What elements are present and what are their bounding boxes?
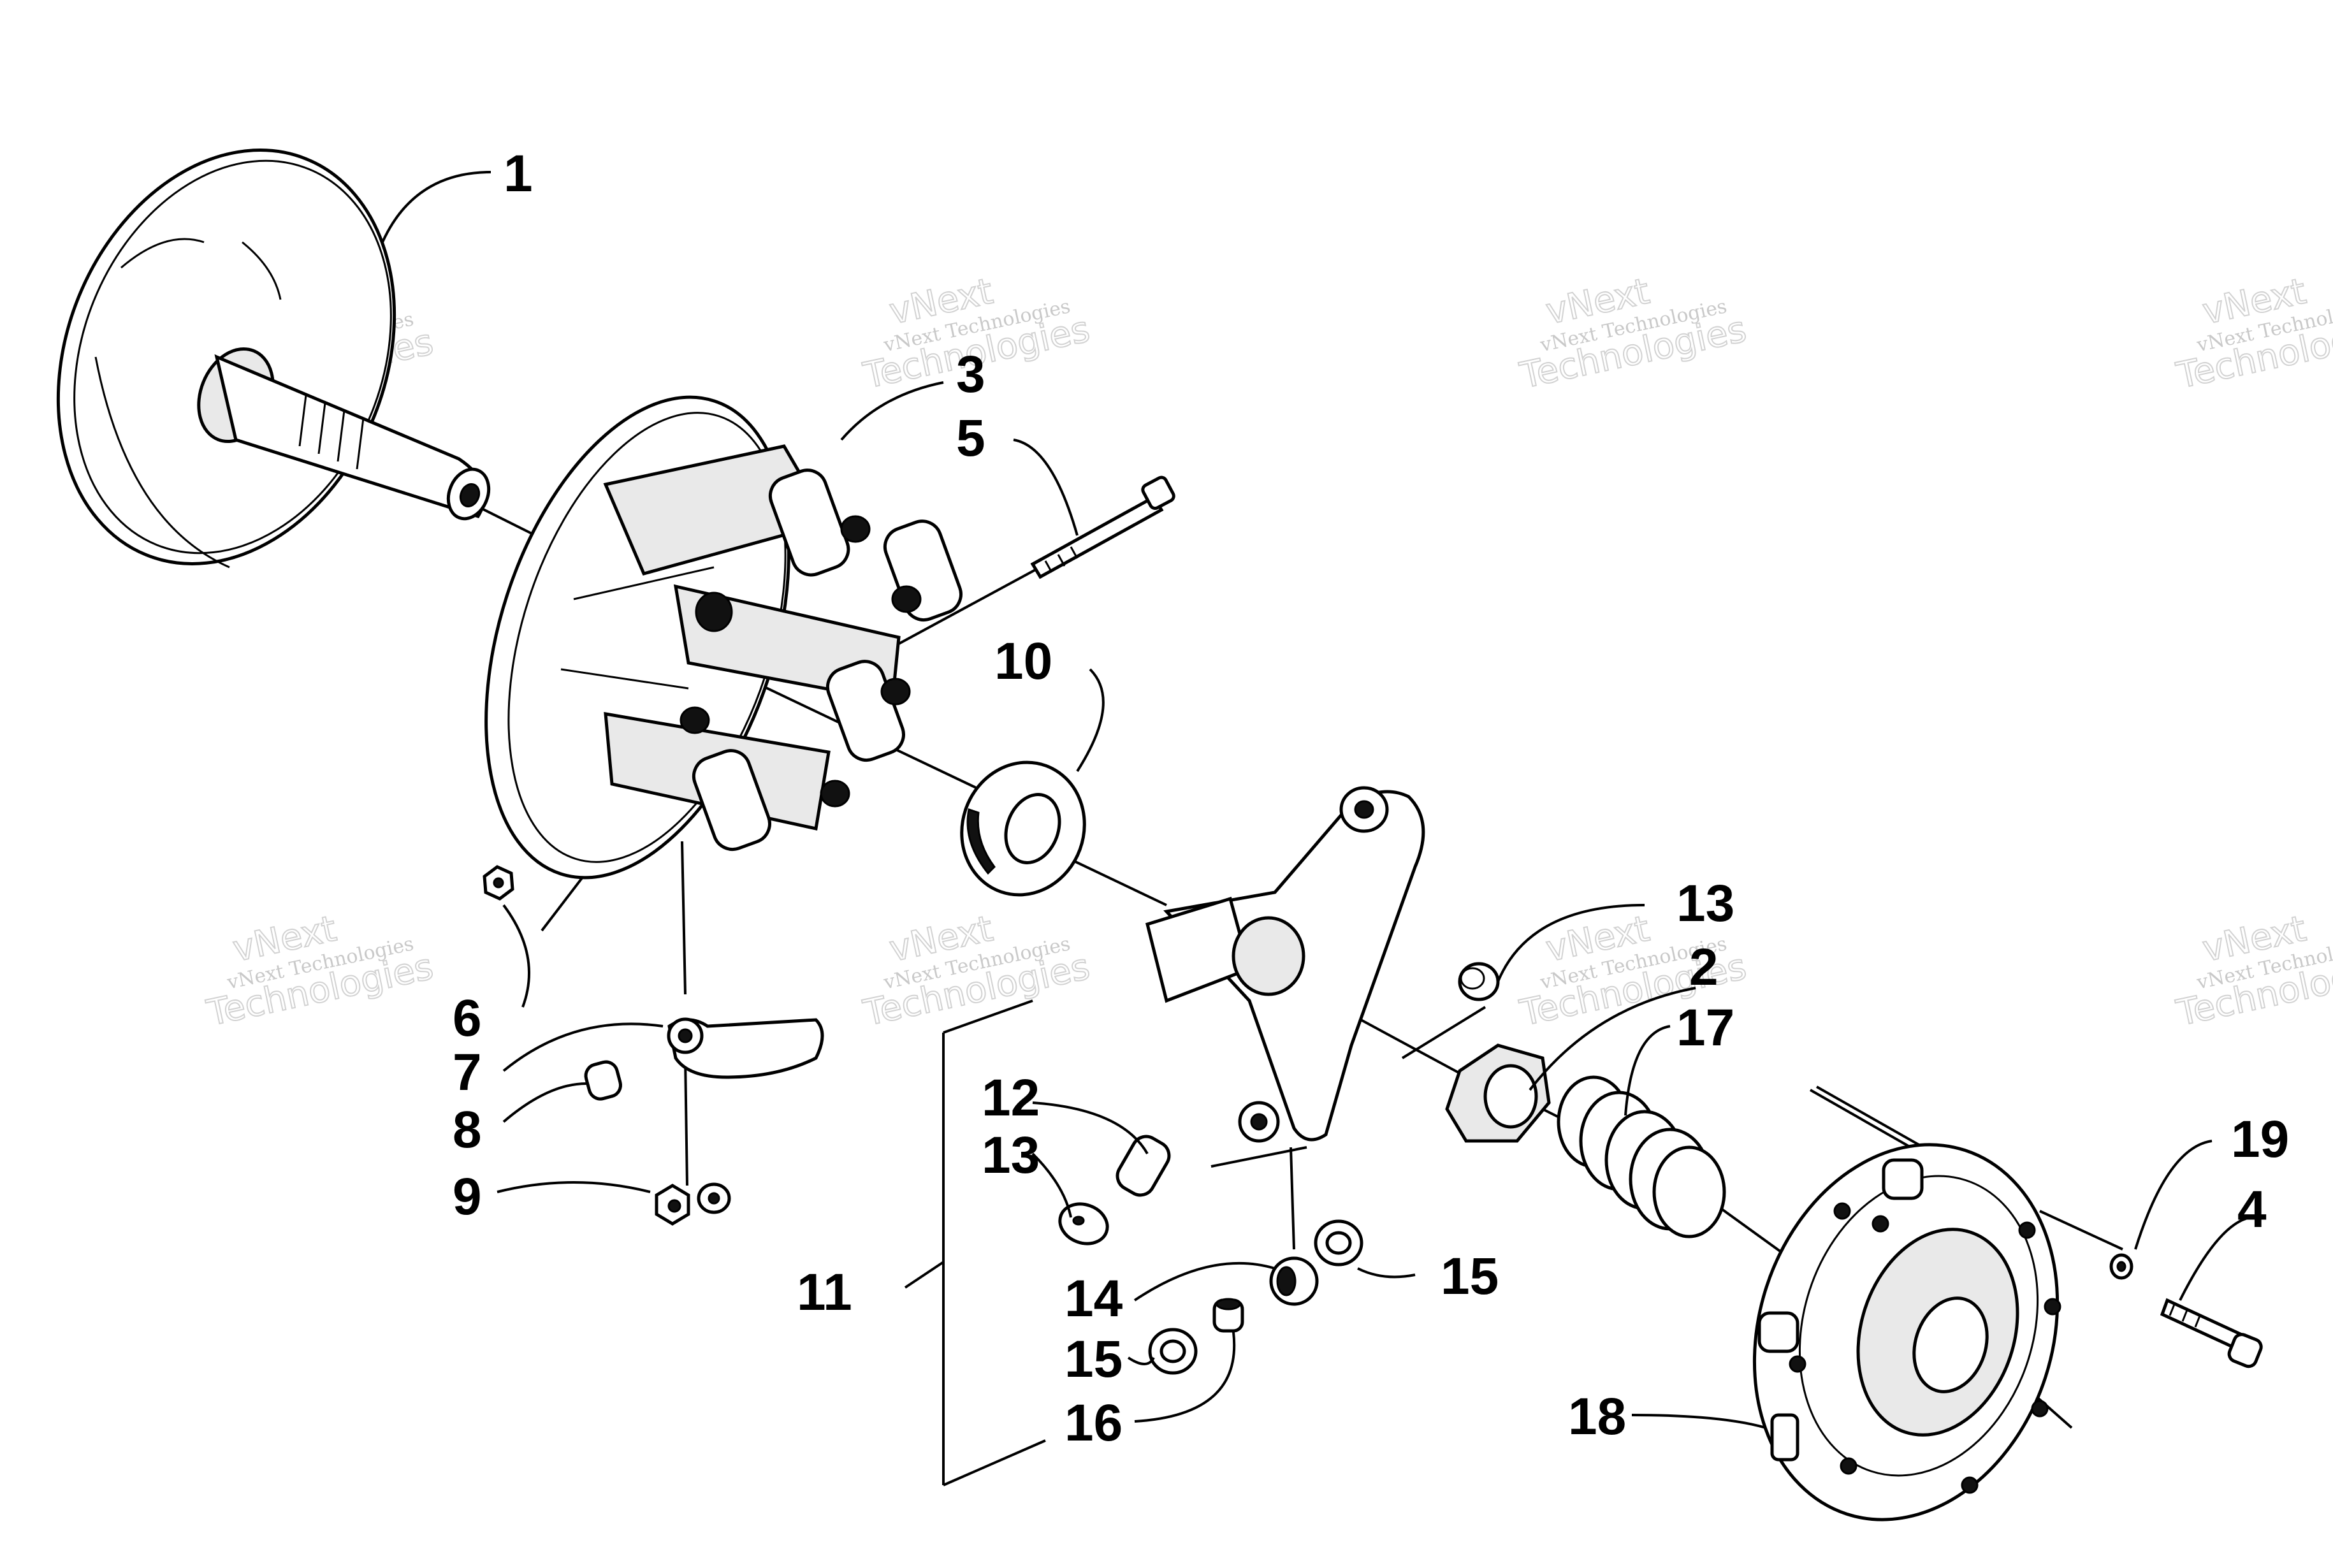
watermark-5: vNext vNext Technologies Technologies (203, 907, 437, 1034)
part-13-bushing-lower (1058, 1202, 1109, 1245)
callout-13-upper: 13 (1676, 875, 1734, 933)
callout-10: 10 (994, 632, 1052, 690)
part-1-moveable-sheave (56, 149, 491, 569)
callout-13-lower: 13 (982, 1126, 1040, 1184)
callout-14: 14 (1065, 1270, 1123, 1328)
callout-18: 18 (1568, 1388, 1626, 1446)
part-13-bushing-upper (1458, 962, 1500, 1001)
callout-6: 6 (453, 989, 482, 1047)
callout-11: 11 (797, 1263, 852, 1321)
callout-15-left: 15 (1065, 1330, 1123, 1388)
callout-4: 4 (2237, 1180, 2267, 1238)
watermark-3: vNext vNext Technologies Technologies (1516, 270, 1750, 397)
part-12-pin (1116, 1135, 1171, 1197)
part-19-lock-washer (2109, 1253, 2133, 1280)
part-16-bushing (1212, 1298, 1244, 1333)
callout-19: 19 (2231, 1110, 2289, 1168)
part-4-screw (2160, 1298, 2263, 1368)
part-6-nut (483, 865, 514, 901)
part-14-roller (1269, 1256, 1319, 1306)
callout-3: 3 (956, 345, 985, 403)
callout-9: 9 (453, 1168, 482, 1226)
callout-16: 16 (1065, 1394, 1123, 1452)
callout-15-right: 15 (1441, 1247, 1499, 1305)
watermark-4: vNext vNext Technologies Technologies (2172, 270, 2333, 397)
part-17-spring (1557, 1075, 1726, 1238)
watermark-6: vNext vNext Technologies Technologies (859, 907, 1094, 1034)
callout-7: 7 (453, 1043, 482, 1101)
callout-1: 1 (504, 145, 533, 203)
watermark-8: vNext vNext Technologies Technologies (2172, 907, 2333, 1034)
part-18-cover (1752, 1143, 2061, 1521)
part-7-weight-arm (667, 1017, 824, 1079)
leader-lines (381, 171, 2251, 1486)
part-15-washer-left (1148, 1328, 1198, 1375)
part-8-bushing (584, 1060, 622, 1101)
part-2-adjuster-nut (1445, 1043, 1551, 1143)
watermark-2: vNext vNext Technologies Technologies (859, 270, 1094, 397)
part-10-washer (960, 760, 1086, 897)
callout-5: 5 (956, 409, 985, 467)
callout-8: 8 (453, 1101, 482, 1159)
part-11-cam-arm (1145, 786, 1425, 1143)
callout-12: 12 (982, 1069, 1040, 1127)
part-3-spider (484, 395, 963, 880)
part-15-washer-right (1314, 1219, 1363, 1267)
part-5-cap-screw (1030, 475, 1175, 579)
callouts: 1 3 5 10 13 2 17 6 7 8 9 12 13 11 14 15 … (453, 145, 2289, 1452)
callout-17: 17 (1676, 999, 1734, 1057)
part-9-washer (655, 1182, 731, 1226)
callout-2: 2 (1689, 938, 1719, 996)
